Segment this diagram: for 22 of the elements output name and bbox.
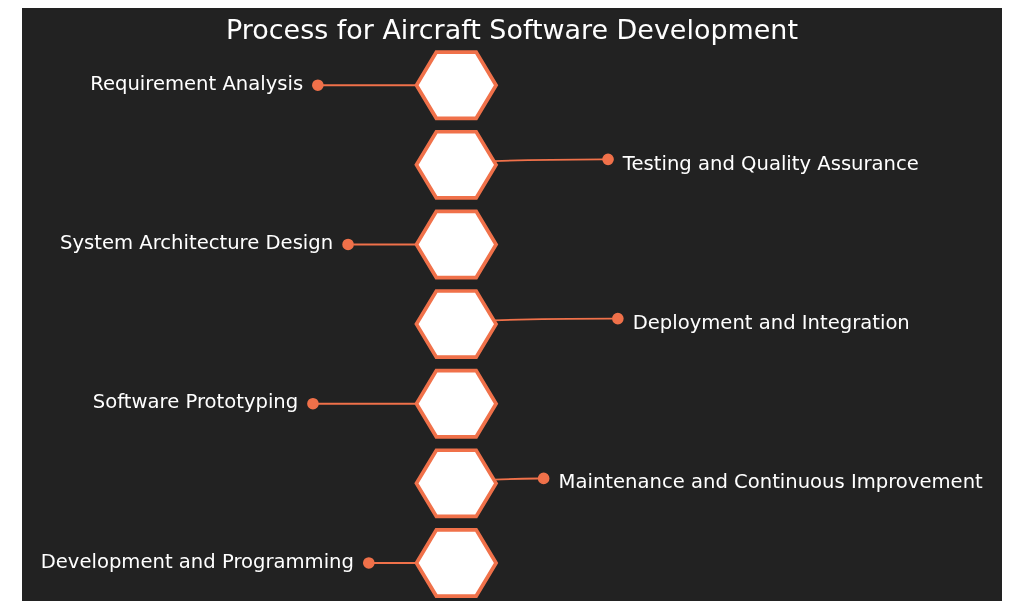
- node-text: Requirement Analysis: [90, 71, 304, 95]
- node-text: Deployment and Integration: [632, 310, 910, 334]
- node-text: System Architecture Design: [60, 231, 334, 255]
- diagram-title: Process for Aircraft Software Development: [226, 14, 798, 46]
- node-hexagon: [414, 289, 499, 359]
- node-text: Maintenance and Continuous Improvement: [558, 470, 983, 494]
- node-hexagon: [414, 368, 499, 439]
- node-hexagon: [414, 528, 499, 598]
- node-hexagon: [414, 50, 499, 121]
- connector: [342, 238, 417, 251]
- connector: [363, 557, 418, 569]
- node-text: Development and Programming: [40, 549, 354, 573]
- node-hexagon: [414, 448, 499, 519]
- node-text: Software Prototyping: [92, 390, 299, 414]
- connector: [312, 79, 417, 92]
- node-text: Testing and Quality Assurance: [622, 151, 919, 175]
- node-hexagon: [414, 129, 499, 200]
- node-hexagon: [414, 209, 499, 280]
- connector: [307, 397, 417, 410]
- connector: [493, 312, 624, 325]
- connector: [493, 153, 614, 166]
- connector: [493, 472, 550, 485]
